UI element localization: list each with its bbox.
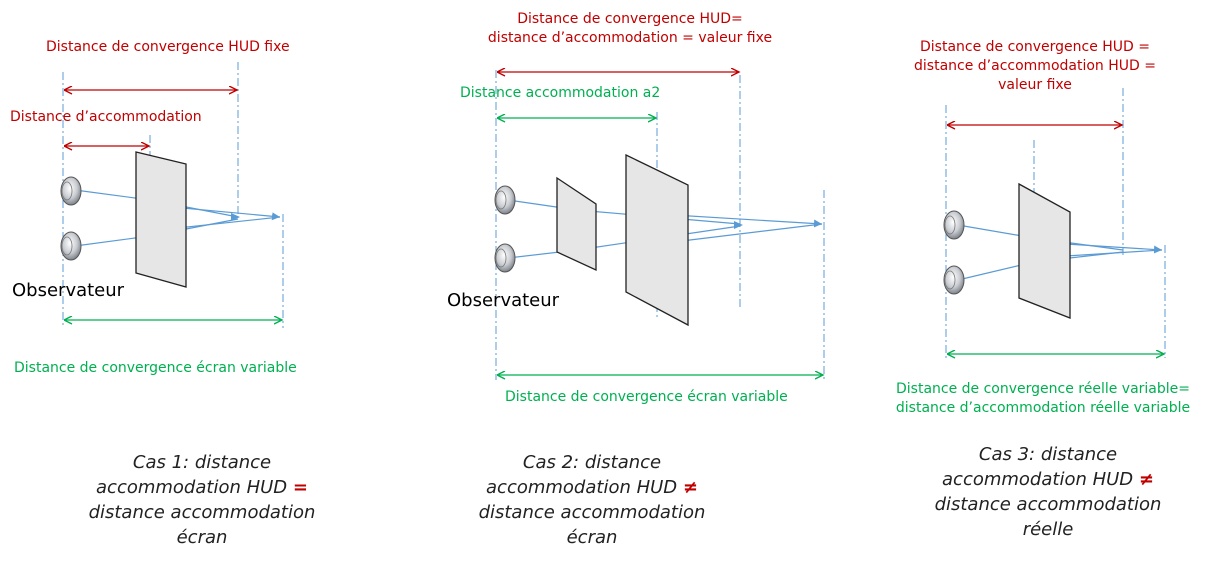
case2-caption-relation: ≠ [682,477,698,498]
case3-screen-panel [1018,182,1071,319]
case3-caption-line4: réelle [1022,519,1074,540]
case1-eye-top-icon [60,176,82,206]
case2-caption-line3: distance accommodation [478,502,706,523]
case2-eye-bottom-icon [494,243,516,273]
case2-observer-label: Observateur [447,290,560,311]
case2-caption: Cas 2: distance accommodation HUD ≠ dist… [462,450,722,550]
case2-caption-line1: Cas 2: distance [522,452,662,473]
case1-arrows [64,90,282,320]
case3-caption-line1: Cas 3: distance [978,444,1118,465]
case3-caption-relation: ≠ [1138,469,1154,490]
case2-near-screen-panel [556,176,597,272]
case3-arrows [947,125,1164,354]
case2-hud-label-line2: distance d’accommodation = valeur fixe [487,30,773,46]
case3-diagram [943,88,1165,358]
case1-caption-line1: Cas 1: distance [132,452,272,473]
case2-hud-label-line1: Distance de convergence HUD= [517,11,743,27]
case3-real-label-line2: distance d’accommodation réelle variable [895,400,1191,416]
case1-screen-label: Distance de convergence écran variable [14,360,297,376]
case1-hud-label: Distance de convergence HUD fixe [46,39,290,55]
case3-caption: Cas 3: distance accommodation HUD ≠ dist… [918,442,1178,542]
case3-real-label-line1: Distance de convergence réelle variable= [895,381,1191,397]
case1-eye-bottom-icon [60,231,82,261]
case1-caption-relation: = [292,477,308,498]
case3-caption-line2: accommodation HUD [942,469,1139,490]
case2-far-screen-panel [625,153,689,327]
case1-caption: Cas 1: distance accommodation HUD = dist… [72,450,332,550]
case1-caption-line3: distance accommodation [88,502,316,523]
case2-caption-line2: accommodation HUD [486,477,683,498]
case2-screen-label: Distance de convergence écran variable [505,389,788,405]
case3-eye-top-icon [943,210,965,240]
case1-caption-line4: écran [176,527,228,548]
case2-eye-top-icon [494,185,516,215]
case3-hud-label-line3: valeur fixe [998,77,1072,93]
case1-observer-label: Observateur [12,280,125,301]
case1-screen-panel [135,151,187,288]
case2-caption-line4: écran [566,527,618,548]
case3-hud-label: Distance de convergence HUD = distance d… [905,38,1165,95]
case2-arrows [497,72,823,375]
case2-a2-label: Distance accommodation a2 [460,85,661,101]
case2-hud-label: Distance de convergence HUD= distance d’… [455,10,805,48]
case1-caption-line2: accommodation HUD [96,477,293,498]
case2-diagram [494,70,824,380]
case3-real-label: Distance de convergence réelle variable=… [870,380,1216,418]
case1-accommodation-label: Distance d’accommodation [10,109,202,125]
case3-hud-label-line1: Distance de convergence HUD = [919,39,1151,55]
case1-diagram [60,62,283,328]
case3-caption-line3: distance accommodation [934,494,1162,515]
case3-hud-label-line2: distance d’accommodation HUD = [914,58,1156,74]
case3-eye-bottom-icon [943,265,965,295]
